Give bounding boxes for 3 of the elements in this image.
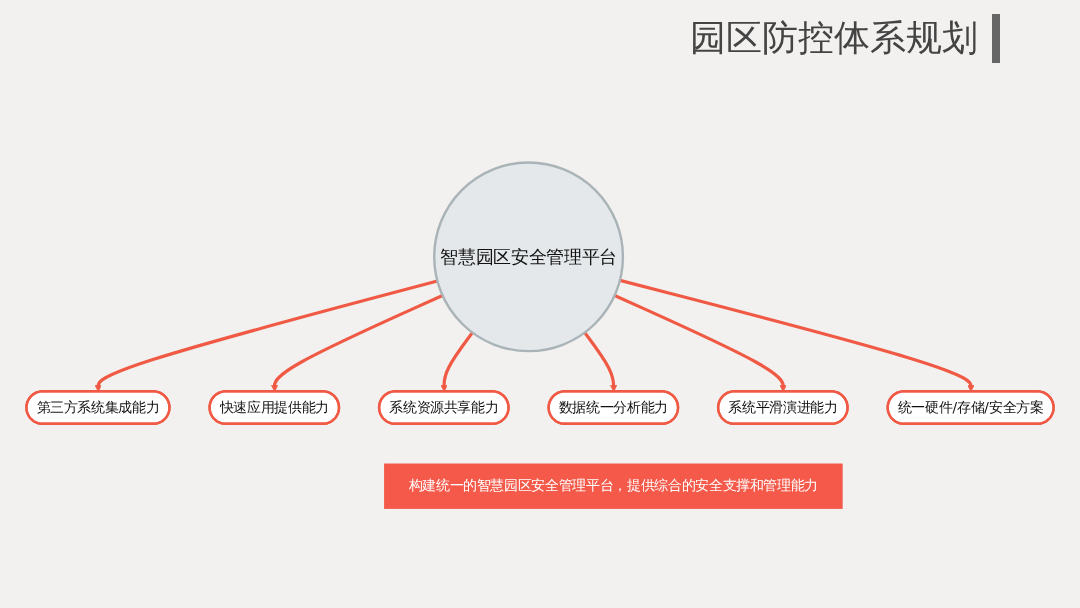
node-box: 构建统一的智慧园区安全管理平台，提供综合的安全支撑和管理能力 bbox=[384, 463, 843, 509]
node-circle: 智慧园区安全管理平台 bbox=[433, 160, 625, 352]
title: 园区防控体系规划 bbox=[690, 14, 1000, 63]
